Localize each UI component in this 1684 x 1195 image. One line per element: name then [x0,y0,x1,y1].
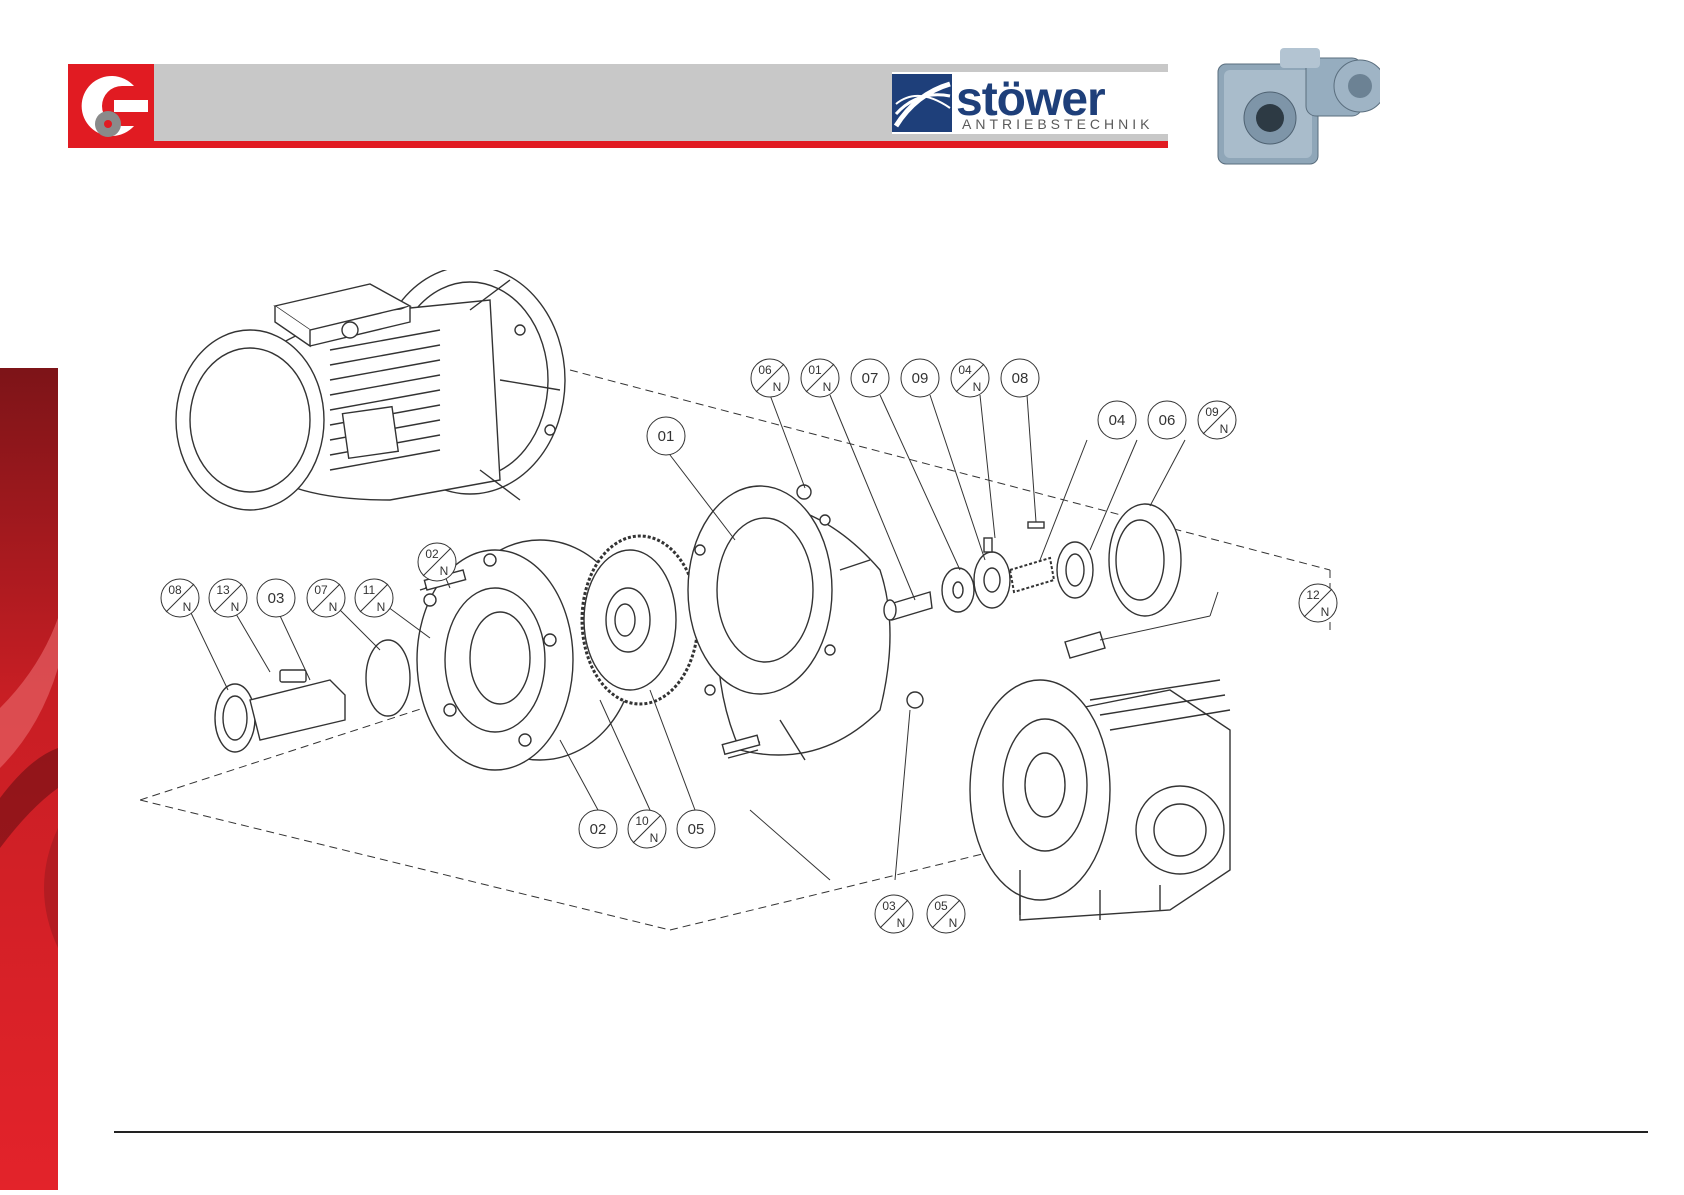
svg-text:07: 07 [314,583,328,597]
callout-06: 06 [1148,401,1186,439]
callout-13n: 13 N [209,579,247,617]
callout-09n: 09 N [1198,401,1236,439]
callout-02: 02 [579,810,617,848]
svg-text:N: N [231,600,240,614]
svg-text:01: 01 [658,428,675,445]
svg-text:N: N [650,831,659,845]
callout-11n: 11 N [355,579,393,617]
svg-text:N: N [823,380,832,394]
footer-divider [114,1131,1648,1133]
svg-text:08: 08 [168,583,182,597]
callout-01: 01 [647,417,685,455]
svg-text:05: 05 [934,899,948,913]
svg-text:11: 11 [363,583,376,597]
svg-text:06: 06 [758,363,772,377]
svg-text:07: 07 [862,370,879,387]
callout-08: 08 [1001,359,1039,397]
pinion-parts [884,504,1181,658]
brand-subtitle: ANTRIEBSTECHNIK [962,116,1153,132]
svg-text:N: N [949,916,958,930]
side-decoration [0,368,58,1190]
svg-text:N: N [440,564,449,578]
svg-text:N: N [1220,422,1229,436]
svg-text:N: N [973,380,982,394]
callout-03n: 03 N [875,895,913,933]
exploded-view-diagram: 06 N 01 N 07 09 04 N 08 01 04 06 09 [140,270,1340,990]
brand-swoosh-icon [892,74,952,132]
svg-text:06: 06 [1159,412,1176,429]
svg-text:N: N [377,600,386,614]
callout-10n: 10 N [628,810,666,848]
worm-gearbox-drawing [970,680,1230,920]
svg-text:05: 05 [688,821,705,838]
svg-text:08: 08 [1012,370,1029,387]
gearbox-product-image [1210,42,1380,172]
callout-07n: 07 N [307,579,345,617]
callout-03: 03 [257,579,295,617]
svg-text:02: 02 [590,821,607,838]
callout-04n: 04 N [951,359,989,397]
svg-text:10: 10 [635,814,649,828]
svg-text:N: N [897,916,906,930]
svg-text:N: N [1321,605,1330,619]
callout-12n: 12 N [1299,584,1337,622]
svg-text:N: N [329,600,338,614]
svg-text:09: 09 [1205,405,1219,419]
brand-logo: stöwer ANTRIEBSTECHNIK [892,72,1168,134]
svg-text:03: 03 [268,590,285,607]
gear-drawing [582,536,698,704]
svg-text:02: 02 [425,547,439,561]
motor-flange-drawing [688,485,923,760]
callout-02n: 02 N [418,543,456,581]
svg-text:04: 04 [1109,412,1126,429]
electric-motor-drawing [176,270,565,510]
callout-09: 09 [901,359,939,397]
svg-text:03: 03 [882,899,896,913]
svg-text:09: 09 [912,370,929,387]
callout-06n: 06 N [751,359,789,397]
company-logo [68,64,154,148]
svg-text:13: 13 [216,583,230,597]
svg-text:01: 01 [808,363,822,377]
svg-text:12: 12 [1306,588,1320,602]
svg-text:N: N [773,380,782,394]
callout-08n: 08 N [161,579,199,617]
callout-07: 07 [851,359,889,397]
svg-text:N: N [183,600,192,614]
callout-05: 05 [677,810,715,848]
callout-04: 04 [1098,401,1136,439]
callout-01n: 01 N [801,359,839,397]
svg-text:04: 04 [958,363,972,377]
callout-05n: 05 N [927,895,965,933]
